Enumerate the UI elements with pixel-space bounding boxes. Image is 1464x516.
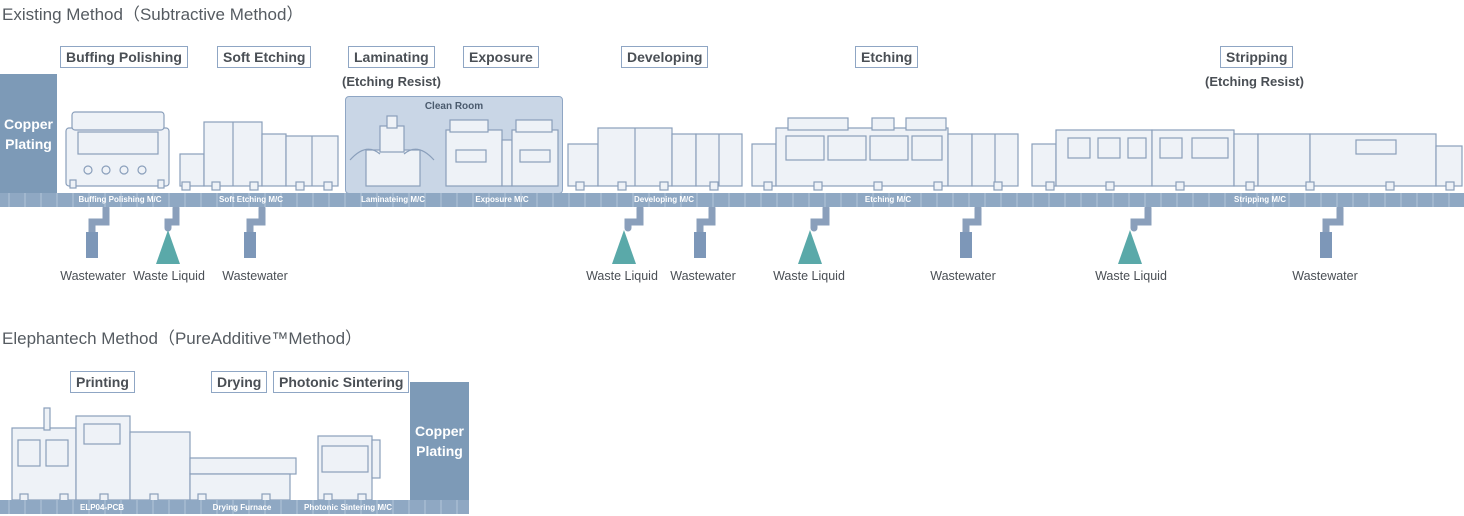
soft-etching-machine [179, 121, 339, 191]
machine-label-exposure: Exposure M/C [475, 195, 529, 204]
output-label-1: Wastewater [60, 269, 126, 283]
wastewater-pipe-9 [1320, 204, 1344, 258]
photonic-sintering-machine [317, 435, 381, 503]
machine-label-stripping: Stripping M/C [1234, 195, 1286, 204]
output-label-4: Waste Liquid [586, 269, 658, 283]
exposure-machine [445, 119, 559, 187]
existing-conveyor [0, 193, 1464, 207]
output-label-2: Waste Liquid [133, 269, 205, 283]
stage-photonic-sintering: Photonic Sintering [273, 371, 410, 393]
developing-machine [567, 127, 743, 191]
stage-stripping: Stripping [1220, 46, 1294, 68]
output-label-7: Wastewater [930, 269, 996, 283]
machine-label-buffing: Buffing Polishing M/C [78, 195, 162, 204]
output-label-5: Wastewater [670, 269, 736, 283]
machine-label-photonic-sintering: Photonic Sintering M/C [304, 503, 392, 512]
output-label-3: Wastewater [222, 269, 288, 283]
stage-etching: Etching [855, 46, 919, 68]
stripping-machine [1031, 129, 1463, 191]
copper-plating-existing: Copper Plating [0, 74, 57, 194]
waste-liquid-pipe-2 [156, 204, 180, 264]
stage-developing: Developing [621, 46, 709, 68]
stage-drying: Drying [211, 371, 268, 393]
output-label-9: Wastewater [1292, 269, 1358, 283]
wastewater-pipe-1 [86, 204, 110, 258]
machine-label-developing: Developing M/C [633, 195, 695, 204]
machine-label-etching: Etching M/C [864, 195, 912, 204]
waste-liquid-pipe-4 [612, 204, 644, 264]
printer-machine [11, 407, 191, 503]
clean-room-label: Clean Room [424, 101, 484, 112]
output-label-8: Waste Liquid [1095, 269, 1167, 283]
elephantech-method-title: Elephantech Method（PureAdditive™Method） [2, 329, 363, 348]
stage-laminating: Laminating [348, 46, 435, 68]
wastewater-pipe-7 [960, 204, 982, 258]
laminating-machine [349, 115, 435, 187]
stage-buffing-polishing: Buffing Polishing [60, 46, 188, 68]
stage-stripping-sub: (Etching Resist) [1205, 74, 1304, 89]
wastewater-pipe-3 [244, 204, 266, 258]
stage-soft-etching: Soft Etching [217, 46, 312, 68]
stage-printing: Printing [70, 371, 135, 393]
etching-machine [751, 117, 1019, 191]
stage-laminating-sub: (Etching Resist) [342, 74, 441, 89]
output-label-6: Waste Liquid [773, 269, 845, 283]
drying-furnace-machine [189, 457, 297, 503]
machine-label-printer: ELP04-PCB [79, 503, 125, 512]
machine-label-drying-furnace: Drying Furnace [212, 503, 272, 512]
existing-method-title: Existing Method（Subtractive Method） [2, 5, 304, 24]
stage-exposure: Exposure [463, 46, 539, 68]
waste-liquid-pipe-8 [1118, 204, 1152, 264]
machine-label-soft-etching: Soft Etching M/C [219, 195, 283, 204]
machine-label-laminating: Laminateing M/C [360, 195, 426, 204]
elephantech-conveyor [0, 500, 469, 514]
waste-liquid-pipe-6 [798, 204, 830, 264]
copper-plating-elephantech: Copper Plating [410, 382, 469, 500]
buffing-polishing-machine [65, 111, 170, 189]
wastewater-pipe-5 [694, 204, 716, 258]
